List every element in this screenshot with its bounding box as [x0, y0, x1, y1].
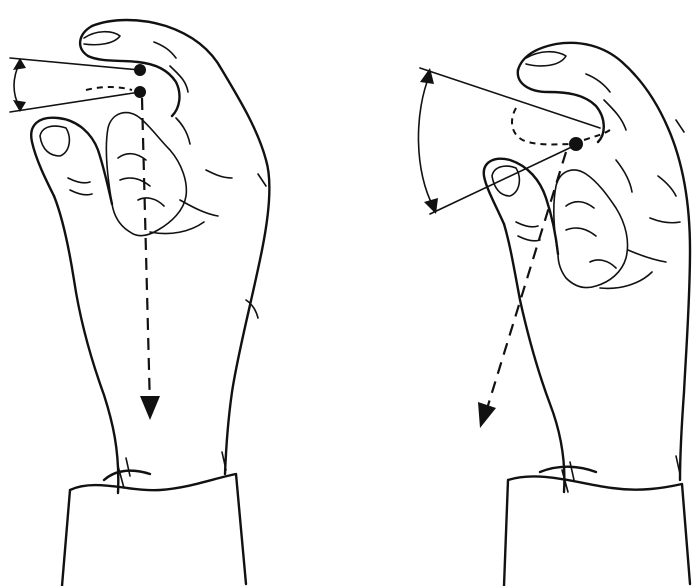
right-index-nail: [525, 50, 567, 67]
left-thumb-nail: [39, 125, 71, 157]
left-ref-line-lower: [9, 91, 141, 113]
right-angle-arc: [417, 73, 435, 209]
left-force-arrow-line: [140, 97, 152, 409]
left-thumb-creases: [67, 177, 93, 196]
right-thumb-creases: [515, 221, 541, 242]
left-ref-line-upper: [9, 57, 141, 71]
left-angle-arrow-bottom: [13, 100, 26, 112]
left-contact-dot-upper: [134, 64, 146, 76]
right-hand-panel: [417, 41, 692, 586]
right-palm-lines: [599, 119, 685, 290]
left-index-nail: [83, 30, 121, 46]
left-hand-panel: [9, 18, 271, 586]
left-angle-arrow-top: [13, 58, 26, 70]
right-force-arrow-line: [484, 151, 568, 413]
left-force-arrow-head: [140, 396, 160, 420]
right-index-crease: [585, 73, 633, 193]
left-thumb: [30, 116, 114, 206]
left-palm-lines: [149, 169, 267, 319]
left-wrist-lines: [117, 451, 227, 489]
right-thumb: [482, 157, 560, 256]
right-thumb-nail: [491, 165, 521, 197]
right-angle-arrow-top: [420, 68, 434, 84]
right-force-arrow-head: [478, 402, 496, 428]
left-dashed-contour: [85, 86, 133, 91]
right-index-finger: [516, 68, 605, 144]
right-curled-fingers: [553, 169, 629, 289]
right-dashed-contour: [511, 107, 611, 146]
left-contact-dot-lower: [134, 86, 146, 98]
right-hand-outline: [502, 41, 692, 494]
left-sleeve: [60, 469, 248, 586]
right-sleeve: [502, 465, 692, 586]
left-index-crease: [153, 41, 191, 145]
right-ref-line-upper: [419, 67, 601, 129]
left-curled-fingers: [105, 111, 188, 237]
left-hand-outline: [52, 18, 271, 495]
left-index-finger: [79, 24, 181, 118]
right-angle-arrow-bottom: [424, 198, 438, 214]
right-ref-line-lower: [429, 143, 579, 215]
right-wrist-lines: [561, 455, 681, 493]
right-contact-dot: [569, 137, 583, 151]
